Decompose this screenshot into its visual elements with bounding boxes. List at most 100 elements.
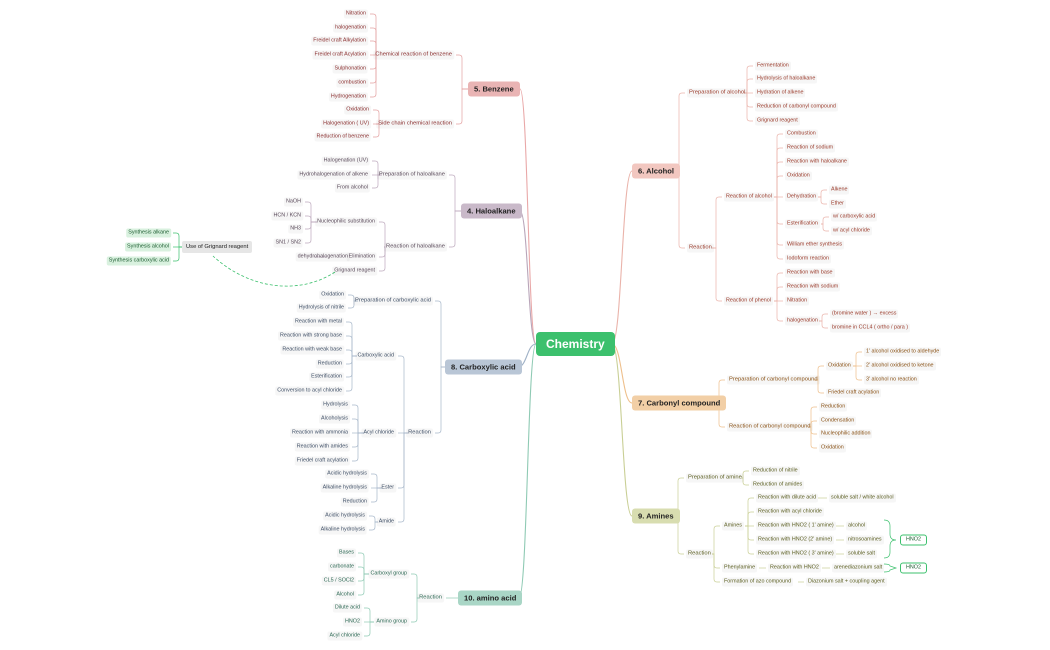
reaction-of-alcohol-item[interactable]: Reaction of sodium (787, 144, 834, 151)
esterification-item[interactable]: w/ carboxylic acid (833, 213, 876, 220)
amino-group-item[interactable]: HNO2 (345, 618, 360, 625)
branch-haloalkane[interactable]: 4. Haloalkane (461, 203, 522, 219)
carboxyl-group-item[interactable]: Bases (339, 549, 354, 556)
amine-reaction-item[interactable]: Reaction with HNO2 ( 1' amine) (758, 522, 834, 529)
reaction-of-alcohol-item[interactable]: Combustion (787, 130, 816, 137)
benzene-item[interactable]: halogenation (335, 24, 366, 31)
grignard-use-node[interactable]: Use of Grignard reagent (182, 241, 253, 253)
nucleophile-item[interactable]: NaOH (286, 198, 301, 205)
carbonyl-oxidation-item[interactable]: 2' alcohol oxidised to ketone (866, 362, 934, 369)
root-node[interactable]: Chemistry (536, 332, 615, 356)
acyl-chloride-item[interactable]: Alcoholysis (321, 415, 348, 422)
carboxyl-group-item[interactable]: CL5 / SOCl2 (323, 577, 354, 584)
ester-item[interactable]: Alkaline hydrolysis (322, 484, 367, 491)
carboxyl-group-item[interactable]: Alcohol (336, 591, 354, 598)
azo-formation[interactable]: Formation of azo compound (724, 578, 792, 585)
esterification[interactable]: Esterification (787, 220, 818, 227)
grignard-use-item[interactable]: Synthesis alcohol (125, 242, 171, 252)
carboxylic-acid-item[interactable]: Conversion to acyl chloride (277, 387, 342, 394)
haloalkane-elimination[interactable]: Elimination (348, 253, 375, 260)
alcohol-prep-item[interactable]: Grignard reagent (757, 117, 798, 124)
phenylamine-result[interactable]: arenediazonium salt (834, 564, 883, 571)
benzene-side-item[interactable]: Oxidation (346, 106, 369, 113)
hno2-summary[interactable]: HNO2 (900, 562, 927, 574)
alcohol-preparation[interactable]: Preparation of alcohol (689, 89, 746, 96)
acyl-chloride-group[interactable]: Acyl chloride (363, 429, 394, 436)
amine-reaction-item[interactable]: Reaction with dilute acid (758, 494, 817, 501)
haloalkane-prep-item[interactable]: Halogenation (UV) (323, 157, 368, 164)
alcohol-prep-item[interactable]: Hydrolysis of haloalkane (757, 75, 816, 82)
carbonyl-oxidation-item[interactable]: 1' alcohol oxidised to aldehyde (866, 348, 940, 355)
haloalkane-grignard[interactable]: Grignard reagent (334, 267, 375, 274)
haloalkane-reaction[interactable]: Reaction of haloalkane (386, 243, 445, 250)
amide-group[interactable]: Amide (378, 518, 394, 525)
alcohol-prep-item[interactable]: Reduction of carbonyl compound (757, 103, 836, 110)
carbonyl-reaction-item[interactable]: Condensation (821, 417, 855, 424)
acyl-chloride-item[interactable]: Reaction with amides (296, 443, 348, 450)
reaction-of-alcohol-item[interactable]: Reaction with haloalkane (787, 158, 847, 165)
dehydration-item[interactable]: Alkene (831, 186, 848, 193)
amine-prep-item[interactable]: Reduction of nitrile (753, 467, 798, 474)
branch-carbonyl-compound[interactable]: 7. Carbonyl compound (632, 395, 727, 411)
amide-item[interactable]: Acidic hydrolysis (325, 512, 365, 519)
ester-group[interactable]: Ester (381, 484, 394, 491)
grignard-use-item[interactable]: Synthesis alkane (126, 228, 171, 238)
benzene-side-item[interactable]: Reduction of benzene (316, 133, 369, 140)
carboxylic-acid-item[interactable]: Reaction with strong base (279, 332, 342, 339)
amine-reaction-result[interactable]: alcohol (848, 522, 866, 529)
carboxylic-acid-group[interactable]: Carboxylic acid (357, 352, 394, 359)
carbonyl-oxidation-item[interactable]: 3' alcohol no reaction (866, 376, 917, 383)
carbonyl-reaction-item[interactable]: Nucleophilic addition (821, 430, 871, 437)
carbonyl-friedel[interactable]: Friedel craft acylation (828, 389, 880, 396)
branch-alcohol[interactable]: 6. Alcohol (632, 163, 681, 179)
elimination-item[interactable]: dehydrohalogenation (297, 253, 348, 260)
benzene-item[interactable]: combustion (338, 79, 366, 86)
amine-reaction-result[interactable]: soluble salt (848, 550, 875, 557)
amine-reaction-item[interactable]: Reaction with HNO2 ( 3' amine) (758, 550, 834, 557)
amine-reaction-item[interactable]: Reaction with HNO2 (2' amine) (758, 536, 833, 543)
amine-preparation[interactable]: Preparation of amine (688, 474, 742, 481)
amine-reaction-result[interactable]: nitrosoamines (848, 536, 882, 543)
benzene-chemical-reaction[interactable]: Chemical reaction of benzene (375, 51, 452, 58)
amine-reaction-item[interactable]: Reaction with acyl chloride (758, 508, 822, 515)
carboxyl-group[interactable]: Carboxyl group (370, 570, 407, 577)
phenol-halogenation[interactable]: halogenation (787, 317, 818, 324)
acyl-chloride-item[interactable]: Friedel craft acylation (296, 457, 348, 464)
azo-result[interactable]: Diazonium salt + coupling agent (808, 578, 885, 585)
alcohol-reaction[interactable]: Reaction (689, 244, 712, 251)
branch-benzene[interactable]: 5. Benzene (468, 81, 520, 97)
reaction-of-alcohol-item[interactable]: Iodoform reaction (787, 255, 829, 262)
amino-group-item[interactable]: Dilute acid (334, 604, 360, 611)
phenol-item[interactable]: Reaction with sodium (787, 283, 839, 290)
nucleophile-item[interactable]: HCN / KCN (273, 212, 301, 219)
carboxylic-acid-item[interactable]: Reaction with weak base (282, 346, 342, 353)
carbonyl-preparation[interactable]: Preparation of carbonyl compound (729, 376, 818, 383)
amide-item[interactable]: Alkaline hydrolysis (320, 526, 365, 533)
haloalkane-nucleophilic[interactable]: Nucleophilic substitution (317, 218, 375, 225)
amino-group-item[interactable]: Acyl chloride (329, 632, 360, 639)
halogenation-item[interactable]: bromine in CCL4 ( ortho / para ) (832, 324, 909, 331)
carboxylic-acid-item[interactable]: Reaction with metal (294, 318, 342, 325)
carboxylic-prep-item[interactable]: Hydrolysis of nitrile (298, 304, 344, 311)
haloalkane-prep-item[interactable]: From alcohol (336, 184, 368, 191)
benzene-side-chain[interactable]: Side chain chemical reaction (378, 120, 452, 127)
alcohol-prep-item[interactable]: Hydration of alkene (757, 89, 804, 96)
benzene-item[interactable]: Sulphonation (334, 65, 366, 72)
carboxyl-group-item[interactable]: carbonate (330, 563, 354, 570)
haloalkane-preparation[interactable]: Preparation of haloalkane (378, 171, 445, 178)
ester-item[interactable]: Reduction (342, 498, 367, 505)
reaction-of-alcohol-item[interactable]: Oxidation (787, 172, 810, 179)
halogenation-item[interactable]: (bromine water ) → excess (832, 310, 897, 317)
haloalkane-prep-item[interactable]: Hydrohalogenation of alkene (299, 171, 368, 178)
acyl-chloride-item[interactable]: Reaction with ammonia (291, 429, 348, 436)
dehydration-item[interactable]: Ether (831, 200, 844, 207)
amine-reaction-result[interactable]: soluble salt / white alcohol (831, 494, 894, 501)
carboxylic-acid-item[interactable]: Esterification (311, 373, 342, 380)
benzene-side-item[interactable]: Halogenation ( UV) (323, 120, 369, 127)
carbonyl-oxidation[interactable]: Oxidation (828, 362, 851, 369)
reaction-of-phenol[interactable]: Reaction of phenol (726, 297, 771, 304)
alcohol-prep-item[interactable]: Fermentation (757, 62, 789, 69)
amine-prep-item[interactable]: Reduction of amides (753, 481, 803, 488)
carboxylic-prep-item[interactable]: Oxidation (321, 291, 344, 298)
amino-group[interactable]: Amino group (376, 618, 407, 625)
